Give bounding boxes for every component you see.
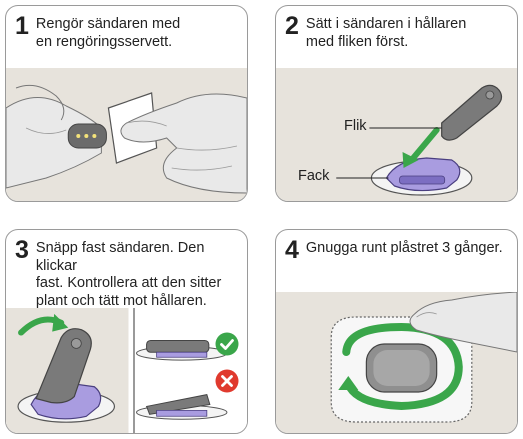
step-3-text-line-2: fast. Kontrollera att den sitter <box>35 275 222 291</box>
step-4-panel: 4 Gnugga runt plåstret 3 gånger. <box>275 229 518 434</box>
step-2-illustration <box>276 68 517 201</box>
step-3-illustration <box>6 308 247 433</box>
step-4-number: 4 <box>285 236 299 264</box>
step-4-text-line-1: Gnugga runt plåstret 3 gånger. <box>305 240 503 256</box>
step-3-divider <box>133 308 135 433</box>
step-1-text-line-1: Rengör sändaren med <box>35 16 181 32</box>
cross-icon <box>215 369 239 393</box>
step-3-text-line-1: Snäpp fast sändaren. Den klickar <box>35 240 205 274</box>
step-1-number: 1 <box>15 12 29 40</box>
step-2-panel: 2 Sätt i sändaren i hållaren med fliken … <box>275 5 518 202</box>
step-1-header: 1 Rengör sändaren med en rengöringsserve… <box>6 6 247 51</box>
step-2-header: 2 Sätt i sändaren i hållaren med fliken … <box>276 6 517 51</box>
fack-label: Fack <box>298 168 330 184</box>
step-2-number: 2 <box>285 12 299 40</box>
step-3-text: Snäpp fast sändaren. Den klickar fast. K… <box>36 237 239 310</box>
step-3-text-line-3: plant och tätt mot hållaren. <box>35 292 207 309</box>
step-3-panel: 3 Snäpp fast sändaren. Den klickar fast.… <box>5 229 248 434</box>
step-1-text: Rengör sändaren med en rengöringsservett… <box>36 13 180 51</box>
step-4-illustration <box>276 292 517 433</box>
step-2-text-line-2: med fliken först. <box>305 33 409 50</box>
step-1-text-line-2: en rengöringsservett. <box>35 33 173 50</box>
step-4-text: Gnugga runt plåstret 3 gånger. <box>306 237 503 258</box>
step-2-text: Sätt i sändaren i hållaren med fliken fö… <box>306 13 466 51</box>
step-3-number: 3 <box>15 236 29 264</box>
check-icon <box>215 332 239 356</box>
step-4-header: 4 Gnugga runt plåstret 3 gånger. <box>276 230 517 263</box>
step-2-text-line-1: Sätt i sändaren i hållaren <box>305 16 467 32</box>
step-3-header: 3 Snäpp fast sändaren. Den klickar fast.… <box>6 230 247 310</box>
step-1-illustration <box>6 68 247 201</box>
flik-label: Flik <box>344 118 367 134</box>
step-1-panel: 1 Rengör sändaren med en rengöringsserve… <box>5 5 248 202</box>
